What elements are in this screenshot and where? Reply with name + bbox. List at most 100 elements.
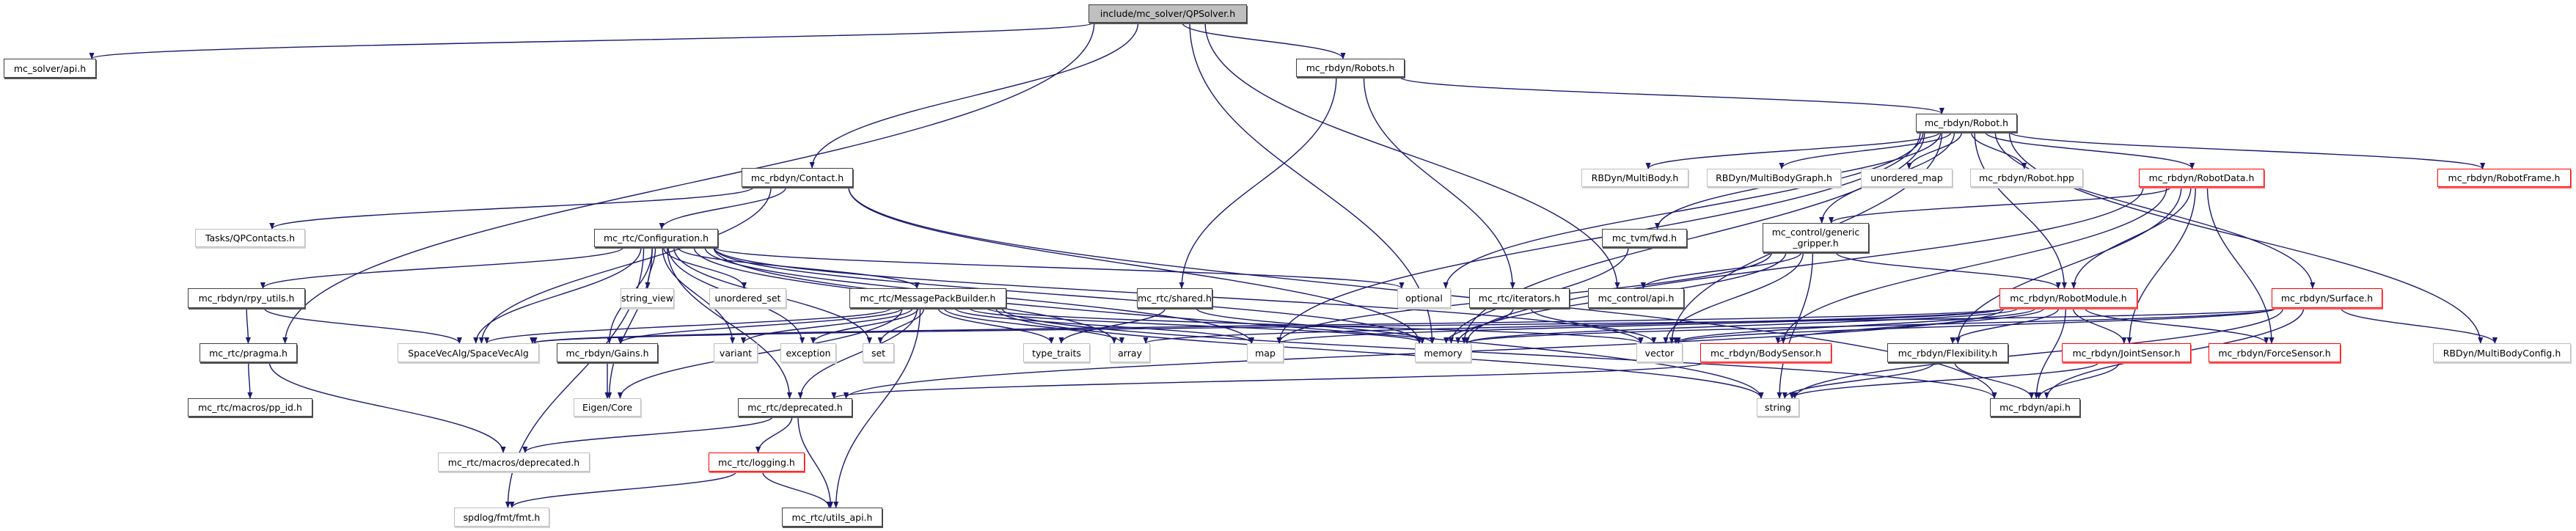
- edge-robotmodule-to-flexibility: [1950, 307, 2060, 344]
- edge-msgpack-to-spacevecalg: [484, 307, 892, 344]
- edge-configuration-to-string-view: [645, 246, 656, 289]
- node-rpy-utils[interactable]: mc_rbdyn/rpy_utils.h: [188, 288, 305, 308]
- node-label: string: [1765, 402, 1791, 413]
- edge-flexibility-to-rbdyn-api: [1954, 362, 2035, 399]
- node-label: Tasks/QPContacts.h: [205, 232, 296, 243]
- node-solver-api[interactable]: mc_solver/api.h: [4, 59, 96, 78]
- node-multibodyconfig: RBDyn/MultiBodyConfig.h: [2433, 343, 2571, 362]
- edge-configuration-to-eigen-core: [607, 246, 653, 399]
- edge-robotmodule-to-bodysensor: [1775, 307, 2045, 344]
- node-label: mc_control/api.h: [1598, 293, 1675, 304]
- node-iterators[interactable]: mc_rtc/iterators.h: [1469, 288, 1570, 308]
- node-pragma[interactable]: mc_rtc/pragma.h: [200, 343, 297, 362]
- node-label: mc_rtc/pragma.h: [209, 347, 288, 359]
- edge-msgpack-to-utils-api: [833, 307, 921, 508]
- edge-msgpack-to-exception: [810, 307, 919, 344]
- edge-msgpack-to-string: [995, 307, 1764, 399]
- edge-generic-gripper-to-control-api: [1640, 252, 1802, 289]
- node-flexibility[interactable]: mc_rbdyn/Flexibility.h: [1887, 343, 2008, 362]
- node-label: string_view: [621, 293, 673, 304]
- edge-surface-to-vector: [1675, 307, 2277, 344]
- node-vector: vector: [1636, 343, 1683, 362]
- node-label: mc_rtc/shared.h: [1138, 293, 1212, 304]
- node-shared[interactable]: mc_rtc/shared.h: [1137, 288, 1212, 308]
- edge-configuration-to-spacevecalg: [473, 246, 642, 344]
- node-logging[interactable]: mc_rtc/logging.h: [709, 453, 805, 472]
- node-bodysensor[interactable]: mc_rbdyn/BodySensor.h: [1700, 343, 1832, 362]
- edge-configuration-to-deprecated: [666, 246, 793, 399]
- node-label: mc_rbdyn/Robots.h: [1306, 62, 1395, 73]
- node-label: type_traits: [1032, 347, 1081, 359]
- node-label: mc_rtc/MessagePackBuilder.h: [860, 293, 996, 304]
- node-msgpack[interactable]: mc_rtc/MessagePackBuilder.h: [849, 288, 1006, 308]
- edge-root-to-solver-api: [89, 22, 1094, 59]
- node-label: mc_rbdyn/ForceSensor.h: [2218, 347, 2331, 359]
- node-surface[interactable]: mc_rbdyn/Surface.h: [2272, 288, 2382, 308]
- node-forcesensor[interactable]: mc_rbdyn/ForceSensor.h: [2209, 343, 2341, 362]
- edge-robot-to-multibodygraph: [1779, 131, 1952, 169]
- node-jointsensor[interactable]: mc_rbdyn/JointSensor.h: [2062, 343, 2191, 362]
- edge-robotmodule-to-spacevecalg: [530, 307, 2005, 344]
- edge-root-to-memory: [1189, 22, 1435, 344]
- node-variant: variant: [714, 343, 758, 362]
- edge-jointsensor-to-string: [1789, 362, 2099, 399]
- edge-msgpack-to-memory: [968, 307, 1425, 344]
- node-control-api[interactable]: mc_control/api.h: [1588, 288, 1684, 308]
- edge-root-to-contact: [809, 22, 1139, 169]
- node-label: optional: [1405, 293, 1443, 304]
- edge-robot-to-robot-hpp: [1970, 131, 2027, 169]
- edge-root-to-robots: [1182, 22, 1346, 59]
- node-label: set: [871, 347, 886, 359]
- node-root: include/mc_solver/QPSolver.h: [1088, 4, 1247, 23]
- node-robotdata[interactable]: mc_rbdyn/RobotData.h: [2139, 169, 2264, 187]
- edge-configuration-to-unordered-set: [662, 246, 747, 289]
- edge-msgpack-to-map: [954, 307, 1255, 344]
- edge-pragma-to-macros-deprecated: [268, 362, 506, 453]
- node-label: array: [1118, 347, 1142, 359]
- edge-logging-to-utils-api: [762, 471, 832, 508]
- node-label: RBDyn/MultiBody.h: [1591, 172, 1679, 183]
- node-label: mc_rtc/logging.h: [718, 456, 795, 468]
- node-robot[interactable]: mc_rbdyn/Robot.h: [1916, 114, 2017, 132]
- edge-robot-to-multibody: [1645, 131, 1941, 169]
- edge-robots-to-robot: [1399, 76, 1944, 114]
- node-robotframe[interactable]: mc_rbdyn/RobotFrame.h: [2437, 169, 2571, 187]
- edge-robot-to-unordered-map: [1906, 131, 1963, 169]
- node-qpcontacts: Tasks/QPContacts.h: [195, 229, 305, 247]
- node-pp-id[interactable]: mc_rtc/macros/pp_id.h: [188, 398, 312, 417]
- edge-msgpack-to-deprecated: [797, 307, 918, 399]
- node-optional: optional: [1397, 288, 1451, 308]
- edge-robot-to-surface: [1994, 131, 2316, 289]
- node-label: mc_rbdyn/JointSensor.h: [2072, 347, 2181, 359]
- node-contact[interactable]: mc_rbdyn/Contact.h: [742, 168, 853, 187]
- node-rbdyn-api[interactable]: mc_rbdyn/api.h: [1990, 398, 2080, 417]
- node-map: map: [1247, 343, 1284, 362]
- edge-deprecated-to-logging: [755, 416, 793, 453]
- node-gains[interactable]: mc_rbdyn/Gains.h: [557, 343, 658, 362]
- edge-robotmodule-to-forcesensor: [2084, 307, 2269, 344]
- node-unordered-map: unordered_map: [1861, 169, 1953, 187]
- node-utils-api[interactable]: mc_rtc/utils_api.h: [782, 508, 882, 527]
- edge-robot-to-robotdata: [1984, 131, 2195, 169]
- edge-robotmodule-to-jointsensor: [2072, 307, 2127, 344]
- edge-robotdata-to-memory: [1464, 186, 2144, 344]
- edge-rpy-utils-to-spacevecalg: [263, 307, 462, 344]
- node-unordered-set: unordered_set: [709, 288, 786, 308]
- node-configuration[interactable]: mc_rtc/Configuration.h: [594, 229, 718, 247]
- edge-robotdata-to-forcesensor: [2206, 186, 2275, 344]
- node-label: mc_rbdyn/BodySensor.h: [1710, 347, 1821, 359]
- node-deprecated[interactable]: mc_rtc/deprecated.h: [738, 398, 852, 417]
- node-tvm-fwd[interactable]: mc_tvm/fwd.h: [1602, 229, 1687, 247]
- node-label: mc_rbdyn/Robot.hpp: [1979, 172, 2074, 183]
- node-fmt: spdlog/fmt/fmt.h: [454, 508, 549, 527]
- node-label: mc_control/generic _gripper.h: [1771, 227, 1860, 249]
- node-generic-gripper[interactable]: mc_control/generic _gripper.h: [1763, 223, 1869, 252]
- node-robots[interactable]: mc_rbdyn/Robots.h: [1296, 59, 1405, 77]
- edge-root-to-control-api: [1204, 22, 1620, 289]
- node-exception: exception: [780, 343, 836, 362]
- node-robotmodule[interactable]: mc_rbdyn/RobotModule.h: [1999, 288, 2137, 308]
- node-label: unordered_map: [1870, 172, 1943, 183]
- node-label: mc_rtc/Configuration.h: [603, 232, 709, 243]
- edge-robots-to-shared: [1179, 76, 1337, 289]
